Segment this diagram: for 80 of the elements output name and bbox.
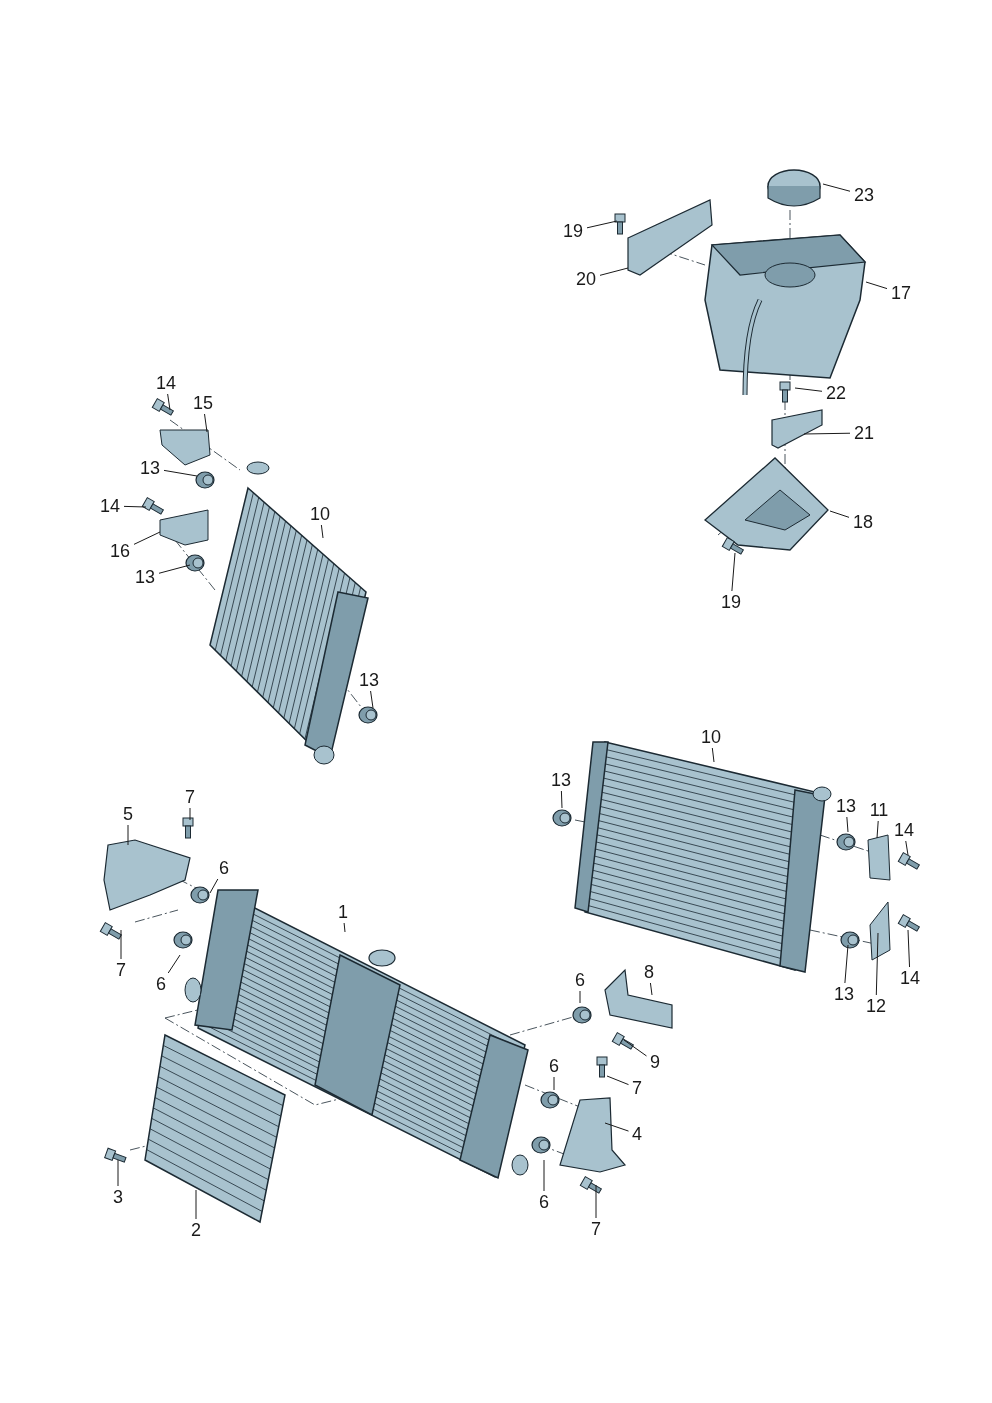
leader-line <box>158 564 191 574</box>
callout-number: 7 <box>185 786 195 808</box>
leader-line <box>204 413 208 433</box>
callout-number: 18 <box>853 511 873 533</box>
leader-line <box>120 929 122 960</box>
callout-number: 23 <box>854 184 874 206</box>
leader-line <box>731 552 736 592</box>
leader-line <box>117 1159 119 1187</box>
leader-line <box>599 267 629 276</box>
callout-number: 13 <box>359 669 379 691</box>
callout-number: 12 <box>866 995 886 1017</box>
callout-number: 19 <box>721 591 741 613</box>
callout-number: 7 <box>591 1218 601 1240</box>
leader-line <box>167 954 181 974</box>
callout-number: 22 <box>826 382 846 404</box>
leader-line <box>209 878 219 894</box>
callout-number: 13 <box>834 983 854 1005</box>
leader-line <box>907 929 911 968</box>
callout-number: 13 <box>836 795 856 817</box>
callout-number: 6 <box>539 1191 549 1213</box>
leader-line <box>343 922 346 933</box>
callout-number: 13 <box>551 769 571 791</box>
callout-number: 7 <box>116 959 126 981</box>
leader-line <box>846 816 849 833</box>
leader-line <box>875 932 879 996</box>
leader-line <box>560 790 563 809</box>
leader-line <box>370 690 374 709</box>
leader-line <box>865 281 888 290</box>
leader-line <box>604 1122 629 1132</box>
leader-line <box>649 982 653 996</box>
callout-number: 9 <box>650 1051 660 1073</box>
callout-number: 10 <box>310 503 330 525</box>
callout-number: 17 <box>891 282 911 304</box>
leader-line <box>579 990 581 1004</box>
leader-line <box>905 840 909 856</box>
leader-line <box>195 1189 197 1220</box>
leader-line <box>189 807 191 821</box>
callout-number: 6 <box>549 1055 559 1077</box>
callout-number: 6 <box>156 973 166 995</box>
leader-line <box>123 505 147 508</box>
callout-number: 6 <box>219 857 229 879</box>
callout-number: 14 <box>900 967 920 989</box>
leader-line <box>133 531 161 545</box>
leader-line <box>543 1159 545 1192</box>
callout-number: 13 <box>140 457 160 479</box>
leader-line <box>822 183 851 192</box>
callout-number: 21 <box>854 422 874 444</box>
callout-number: 15 <box>193 392 213 414</box>
leader-line <box>586 220 618 229</box>
callout-number: 4 <box>632 1123 642 1145</box>
callout-number: 5 <box>123 803 133 825</box>
callout-number: 7 <box>632 1077 642 1099</box>
callout-number: 8 <box>644 961 654 983</box>
leader-line <box>127 824 129 846</box>
leader-line <box>167 393 171 411</box>
callout-number: 1 <box>338 901 348 923</box>
callout-number: 10 <box>701 726 721 748</box>
callout-number: 14 <box>156 372 176 394</box>
callout-number: 11 <box>869 799 889 821</box>
leader-line <box>711 747 715 763</box>
callout-number: 3 <box>113 1186 123 1208</box>
leader-line <box>595 1184 597 1219</box>
leader-line <box>553 1076 555 1091</box>
callout-number: 16 <box>110 540 130 562</box>
leader-line <box>623 1039 647 1057</box>
leader-line <box>829 510 850 518</box>
callout-number: 19 <box>563 220 583 242</box>
callout-number: 13 <box>135 566 155 588</box>
leader-line <box>803 432 851 435</box>
callout-number: 2 <box>191 1219 201 1241</box>
leader-line <box>794 387 823 392</box>
callout-number: 6 <box>575 969 585 991</box>
leader-line <box>320 524 324 539</box>
callout-number: 14 <box>894 819 914 841</box>
callout-number: 14 <box>100 495 120 517</box>
leader-line <box>163 469 198 477</box>
leader-line <box>876 820 879 839</box>
leader-line <box>844 944 849 984</box>
leader-line <box>606 1075 629 1086</box>
callout-number: 20 <box>576 268 596 290</box>
